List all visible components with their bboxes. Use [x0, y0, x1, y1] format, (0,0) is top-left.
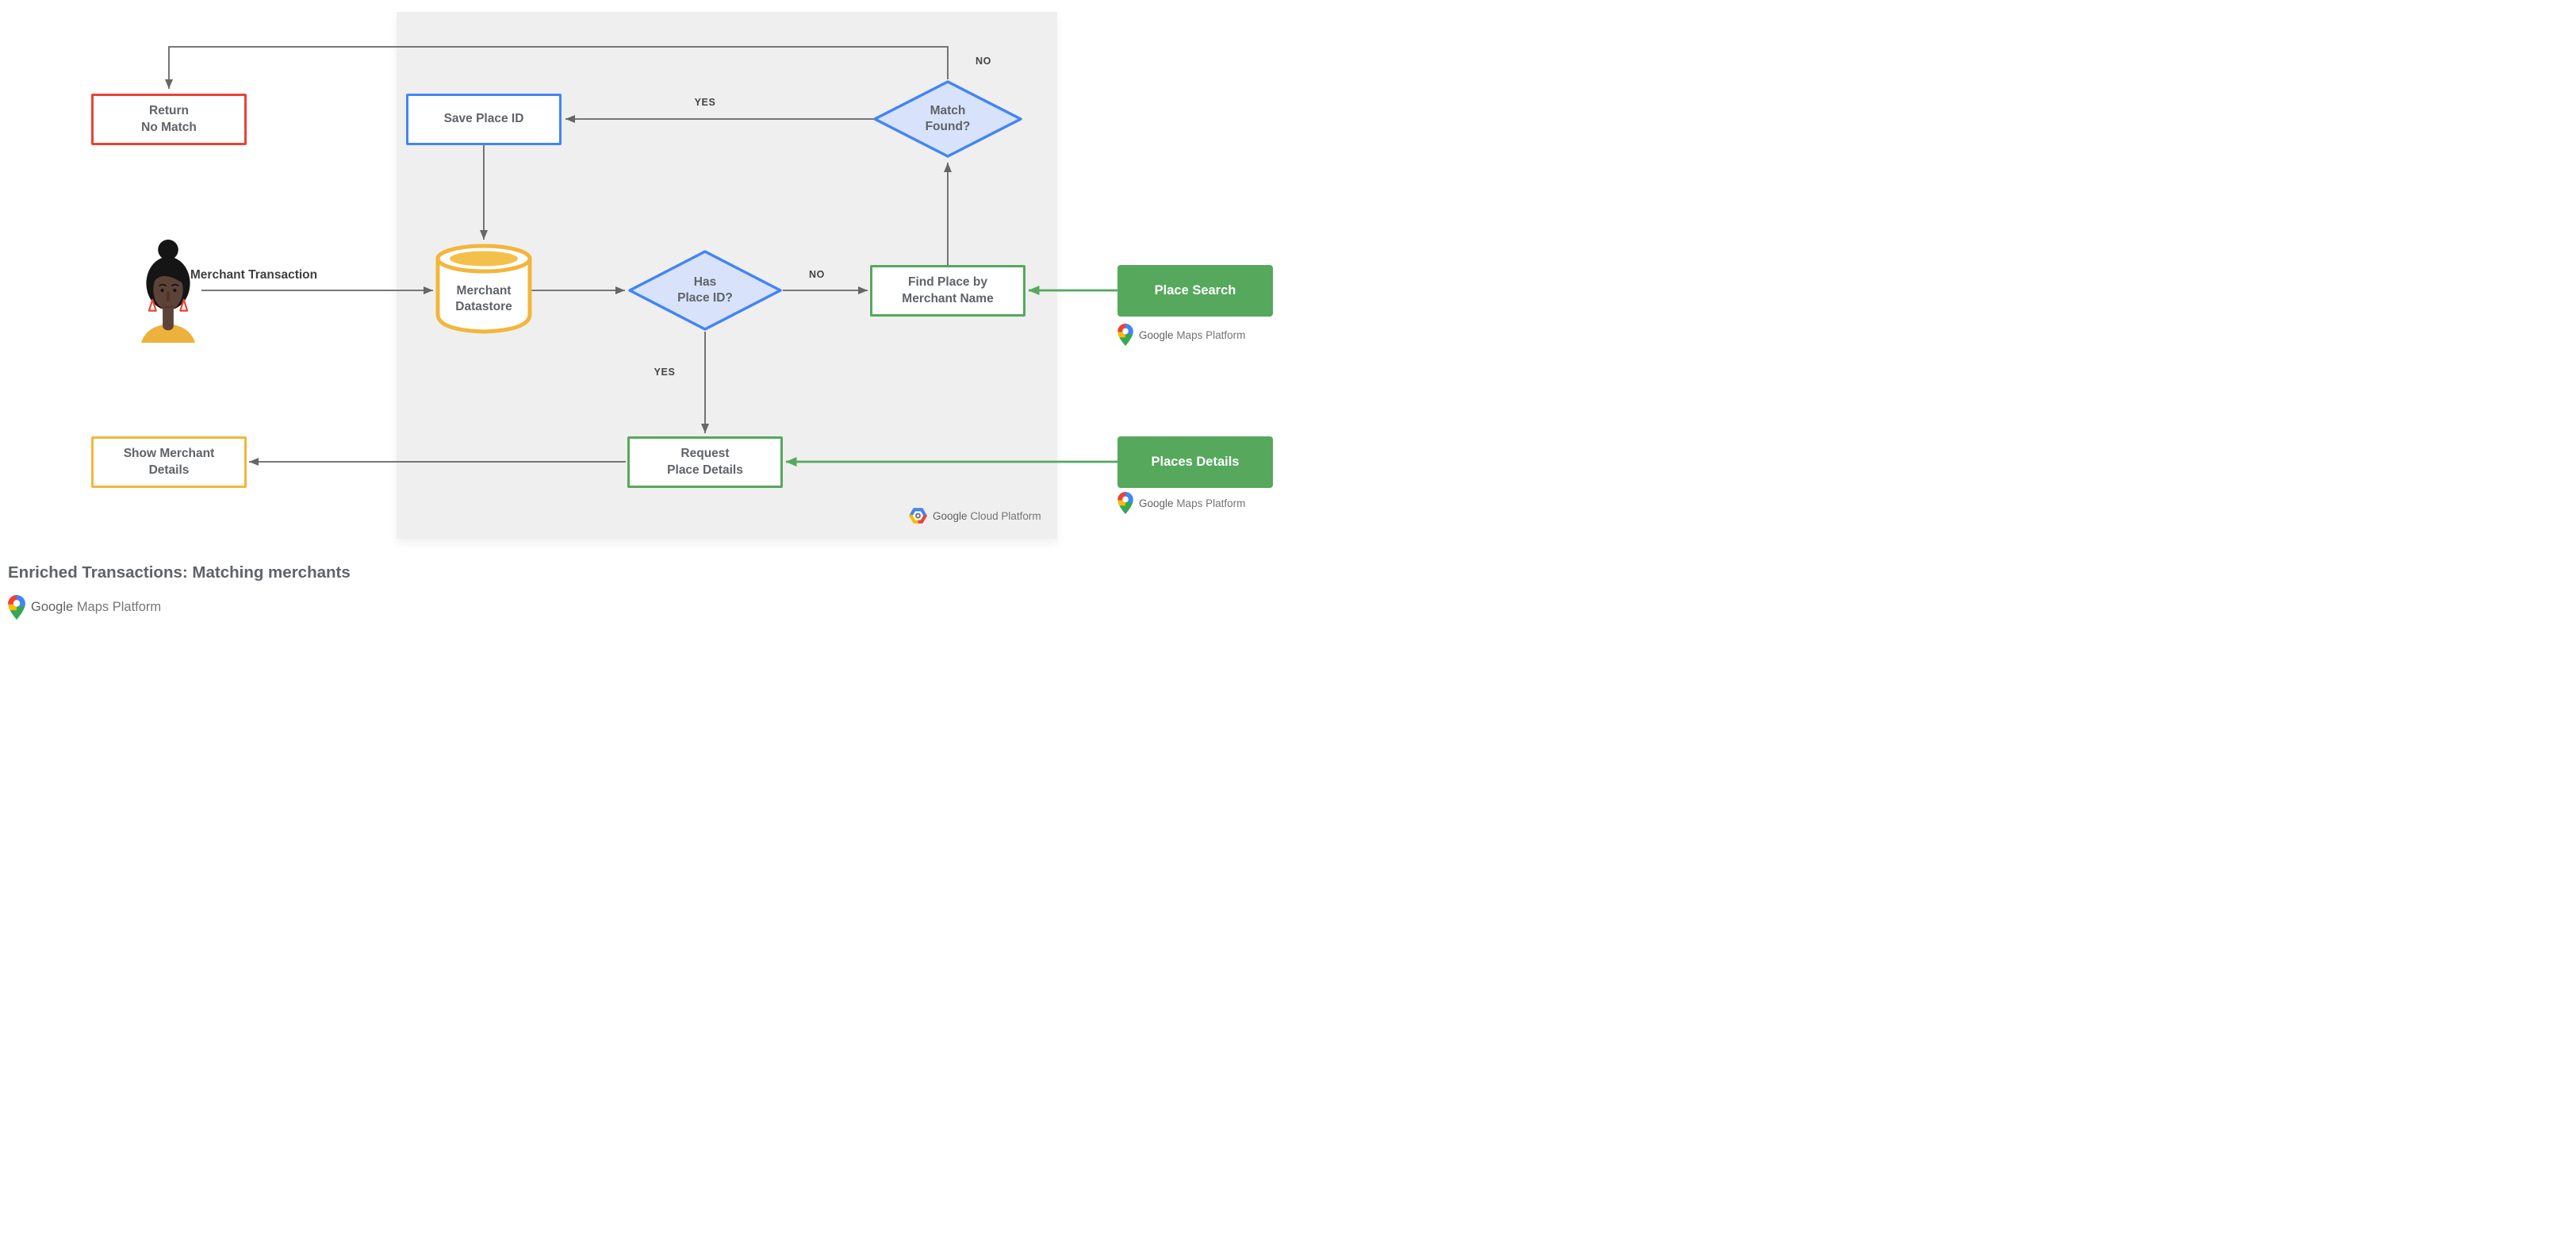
- logo-word-rest: Maps Platform: [1176, 328, 1246, 341]
- node-request-place-details: Request Place Details: [627, 436, 783, 488]
- diagram-canvas: Return No Match Save Place ID Match Foun…: [0, 0, 1288, 626]
- logo-word-rest: Maps Platform: [76, 600, 162, 614]
- diamond-shape: [873, 80, 1022, 158]
- node-save-place-id: Save Place ID: [406, 94, 562, 145]
- connector-lines: [165, 46, 1117, 467]
- cloud-hexagon-icon: [909, 508, 927, 524]
- node-merchant-datastore: Merchant Datastore: [433, 241, 535, 336]
- node-label: No Match: [141, 120, 197, 134]
- logo-word-rest: Cloud Platform: [970, 509, 1041, 522]
- node-has-place-id-decision: Has Place ID?: [627, 249, 783, 332]
- merchant-user-avatar: [136, 238, 200, 343]
- logo-word-google: Google: [31, 600, 74, 614]
- logo-text: Google Maps Platform: [1139, 497, 1245, 509]
- google-maps-platform-logo: Google Maps Platform: [1117, 492, 1245, 514]
- logo-word-google: Google: [1139, 328, 1174, 341]
- node-label: Details: [148, 463, 190, 477]
- diagram-title: Enriched Transactions: Matching merchant…: [8, 563, 351, 582]
- node-match-found-decision: Match Found?: [872, 79, 1023, 159]
- maps-pin-icon: [1117, 492, 1133, 514]
- edge-label-yes-top: YES: [694, 97, 716, 108]
- logo-text: Google Maps Platform: [31, 600, 161, 615]
- node-label: Datastore: [455, 300, 512, 313]
- google-cloud-platform-logo: Google Cloud Platform: [909, 508, 1041, 524]
- node-label: Place ID?: [677, 291, 733, 305]
- merchant-transaction-label: Merchant Transaction: [190, 268, 318, 282]
- node-label: Match: [930, 103, 966, 117]
- node-label: Find Place by: [908, 275, 987, 290]
- node-label: Found?: [925, 120, 971, 133]
- logo-text: Google Maps Platform: [1139, 329, 1245, 341]
- maps-pin-icon: [8, 595, 25, 620]
- edge-label-yes-mid: YES: [654, 367, 676, 378]
- logo-word-google: Google: [933, 509, 968, 522]
- logo-word-rest: Maps Platform: [1176, 497, 1246, 509]
- node-find-place-by-merchant-name: Find Place by Merchant Name: [870, 265, 1025, 317]
- edge-no-match-return: [165, 46, 949, 89]
- maps-pin-icon: [1117, 324, 1133, 346]
- node-places-details-api: Places Details: [1117, 436, 1273, 488]
- node-label: Place Search: [1154, 282, 1236, 298]
- node-label: Merchant: [456, 283, 512, 298]
- node-label: Has: [693, 275, 717, 289]
- node-label: Save Place ID: [443, 112, 524, 126]
- node-label: Show Merchant: [123, 447, 215, 461]
- node-show-merchant-details: Show Merchant Details: [91, 436, 247, 488]
- node-return-no-match: Return No Match: [91, 94, 247, 145]
- node-label: Places Details: [1151, 454, 1240, 469]
- diamond-shape: [628, 250, 782, 331]
- node-label: Return: [149, 104, 189, 118]
- node-place-search-api: Place Search: [1117, 265, 1273, 317]
- edge-label-no-mid: NO: [809, 269, 825, 280]
- logo-word-google: Google: [1139, 497, 1174, 509]
- node-label: Merchant Name: [902, 291, 994, 305]
- node-label: Request: [680, 447, 730, 461]
- google-maps-platform-logo: Google Maps Platform: [1117, 324, 1245, 346]
- logo-text: Google Cloud Platform: [933, 510, 1041, 522]
- node-label: Place Details: [667, 463, 743, 477]
- edge-label-no-top: NO: [976, 56, 991, 67]
- google-maps-platform-logo-footer: Google Maps Platform: [8, 595, 161, 620]
- database-cylinder-shape: [435, 244, 532, 334]
